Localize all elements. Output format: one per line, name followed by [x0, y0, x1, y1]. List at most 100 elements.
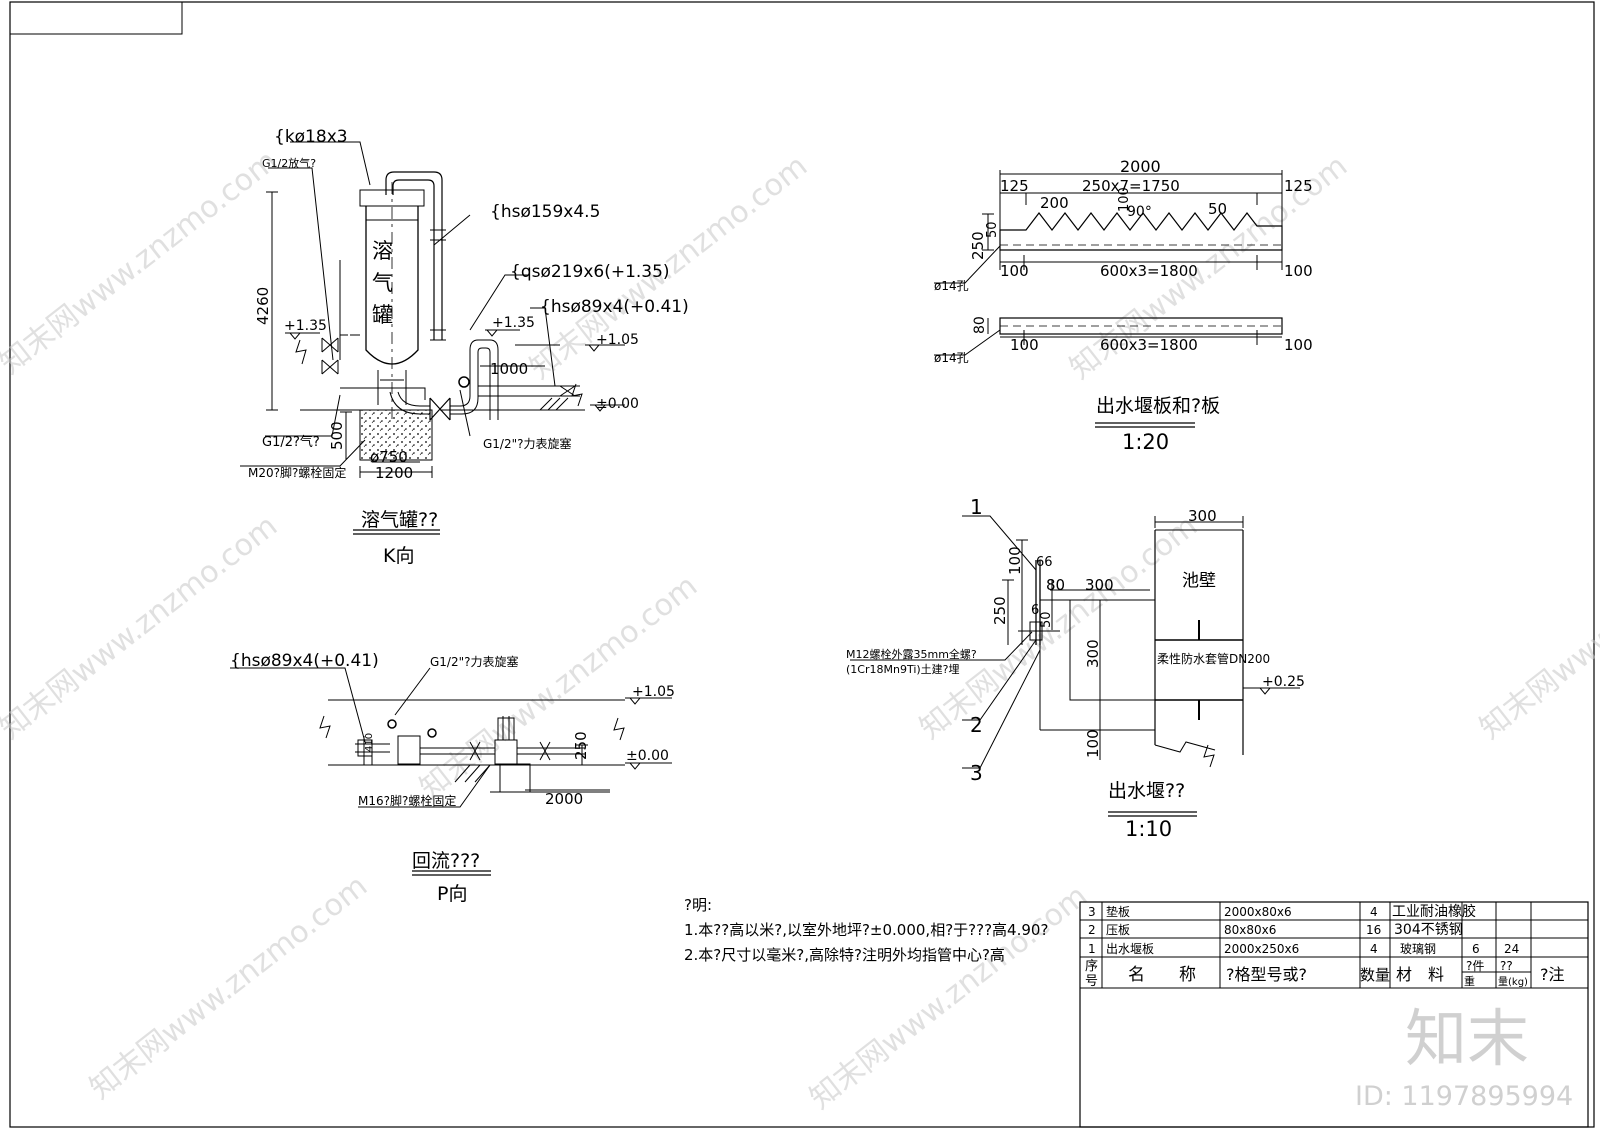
bom-header-unit-wt-top: ?件: [1466, 959, 1484, 973]
elev-105: +1.05: [596, 332, 639, 348]
return-dim-250: 250: [572, 731, 590, 760]
tank-name-2: 气: [372, 271, 393, 295]
label-vent: G1/2放气?: [262, 156, 316, 170]
notes-heading: ?明:: [684, 896, 712, 914]
bom-header-qty: 数量: [1360, 966, 1390, 984]
weir-dim-2000: 2000: [1120, 157, 1161, 176]
detail-dim-100-top: 100: [1006, 546, 1024, 575]
weir-detail-title: 出水堰??: [1108, 780, 1185, 802]
bom-row: 3 垫板 2000x80x6 4 工业耐油橡胶: [1088, 903, 1476, 920]
weir-detail-view: [850, 515, 1300, 817]
detail-dim-6: 6: [1031, 603, 1039, 618]
return-view: [230, 667, 672, 876]
return-view-subtitle: P向: [437, 883, 467, 905]
watermark-text: 知末网www.znzmo.com: [1473, 508, 1600, 746]
bom-material: 玻璃钢: [1400, 942, 1436, 956]
label-g12-gauge: G1/2"?力表旋塞: [483, 436, 572, 451]
callout-1: 1: [970, 495, 983, 519]
weir-plate-title: 出水堰板和?板: [1096, 395, 1220, 417]
detail-dim-66: 66: [1036, 555, 1053, 570]
bom-header-no-top: 序: [1085, 959, 1098, 974]
weir-dim-90: 90°: [1127, 204, 1152, 220]
detail-dim-250: 250: [991, 596, 1009, 625]
bom-row: 1 出水堰板 2000x250x6 4 玻璃钢 6 24: [1088, 942, 1519, 956]
watermark-text: 知末网www.znzmo.com: [0, 508, 284, 746]
bom-total-weight: 24: [1504, 942, 1519, 956]
label-m20: M20?脚?螺栓固定: [248, 465, 346, 480]
label-qs219: {qsø219x6(+1.35): [510, 262, 670, 282]
weir-dim-1750: 250x7=1750: [1082, 177, 1180, 195]
detail-dim-80: 80: [1046, 576, 1065, 594]
bom-no: 2: [1088, 923, 1096, 937]
bom-name: 压板: [1106, 923, 1130, 937]
wall-label: 池壁: [1182, 571, 1216, 591]
watermark-id: ID: 1197895994: [1355, 1081, 1573, 1112]
weir-dim-50: 50: [1208, 200, 1227, 218]
weir-dim-250: 250: [969, 231, 987, 260]
return-dim-410: 410: [364, 733, 375, 752]
weir-plate-labels: 2000 125 250x7=1750 125 200 100 90° 50 2…: [934, 157, 1313, 454]
bom-header-spec: ?格型号或?: [1226, 965, 1307, 984]
weir-dim-125-l: 125: [1000, 177, 1029, 195]
return-view-title: 回流???: [412, 850, 480, 872]
weir-dim-125-r: 125: [1284, 177, 1313, 195]
return-dim-2000: 2000: [545, 790, 583, 808]
bom-header-total-wt-top: ??: [1500, 959, 1513, 973]
bom-no: 3: [1088, 905, 1096, 919]
label-hs159: {hsø159x4.5: [490, 202, 600, 222]
weir-plate-scale: 1:20: [1122, 430, 1169, 454]
drawing-frame: [9, 1, 1595, 1128]
notes-line-1: 1.本??高以米?,以室外地坪?±0.000,相?于???高4.90?: [684, 921, 1048, 939]
bom-qty: 16: [1366, 923, 1381, 937]
bom-header-material: 材 料: [1396, 965, 1444, 984]
watermark-text: 知末网www.znzmo.com: [83, 868, 374, 1106]
bom-name: 垫板: [1106, 904, 1130, 919]
weir-dim-100-a: 100: [1000, 262, 1029, 280]
tank-view-title: 溶气罐??: [361, 509, 438, 531]
tank-name-1: 溶: [372, 239, 393, 263]
bom-qty: 4: [1370, 942, 1378, 956]
bom-header-name: 名 称: [1128, 965, 1196, 985]
notes-line-2: 2.本?尺寸以毫米?,高除特?注明外均指管中心?高: [684, 946, 1005, 964]
dim-750: ø750: [370, 448, 408, 466]
weir-dim-100-d: 100: [1284, 336, 1313, 354]
bom-no: 1: [1088, 942, 1096, 956]
watermark-text: 知末网www.znzmo.com: [913, 508, 1204, 746]
elev-000: ±0.00: [596, 396, 639, 412]
watermark-text: 知末网www.znzmo.com: [803, 878, 1094, 1116]
watermark-text: 知末网www.znzmo.com: [0, 143, 284, 381]
weir-plate-view: [934, 170, 1283, 428]
detail-dim-300-v: 300: [1084, 639, 1102, 668]
bom-material: 304不锈钢: [1394, 922, 1463, 938]
return-label-m16: M16?脚?螺栓固定: [358, 793, 456, 808]
brand-logo-text: 知末: [1405, 1002, 1529, 1075]
bom-header-unit-wt-bottom: 重: [1464, 974, 1475, 988]
label-hs89: {hsø89x4(+0.41): [540, 297, 689, 317]
detail-dim-100-bottom: 100: [1084, 729, 1102, 758]
bom-header-total-wt-bottom: 量(kg): [1498, 976, 1528, 988]
weir-detail-scale: 1:10: [1125, 817, 1172, 841]
weir-dim-50-v: 50: [985, 221, 1000, 238]
weir-detail-labels: 1 2 3 100 66 250 80 300 6 50 300 池壁 柔性防水…: [846, 495, 1305, 841]
bom-table-text: 3 垫板 2000x80x6 4 工业耐油橡胶 2 压板 80x80x6 16 …: [1085, 903, 1565, 989]
notes: ?明: 1.本??高以米?,以室外地坪?±0.000,相?于???高4.90? …: [684, 896, 1048, 964]
weir-dim-1800-b: 600x3=1800: [1100, 336, 1198, 354]
weir-dim-80: 80: [972, 316, 988, 334]
callout-3: 3: [970, 761, 983, 785]
bolt-material: (1Cr18Mn9Ti)土建?埋: [846, 662, 960, 676]
weir-dim-100-v: 100: [1117, 187, 1132, 212]
return-label-g12: G1/2"?力表旋塞: [430, 654, 519, 669]
weir-hole-2: ø14孔: [934, 351, 969, 365]
tank-view-labels: {kø18x3 G1/2放气? {hsø159x4.5 {qsø219x6(+1…: [248, 127, 689, 567]
return-elev-105: +1.05: [632, 684, 675, 700]
detail-dim-300-top: 300: [1188, 507, 1217, 525]
return-elev-000: ±0.00: [626, 748, 669, 764]
bom-spec: 2000x80x6: [1224, 905, 1292, 919]
bom-spec: 2000x250x6: [1224, 942, 1299, 956]
callout-2: 2: [970, 713, 983, 737]
bom-material: 工业耐油橡胶: [1392, 903, 1476, 920]
weir-dim-100-c: 100: [1010, 336, 1039, 354]
return-label-hs89: {hsø89x4(+0.41): [230, 651, 379, 671]
dim-1200: 1200: [375, 464, 413, 482]
